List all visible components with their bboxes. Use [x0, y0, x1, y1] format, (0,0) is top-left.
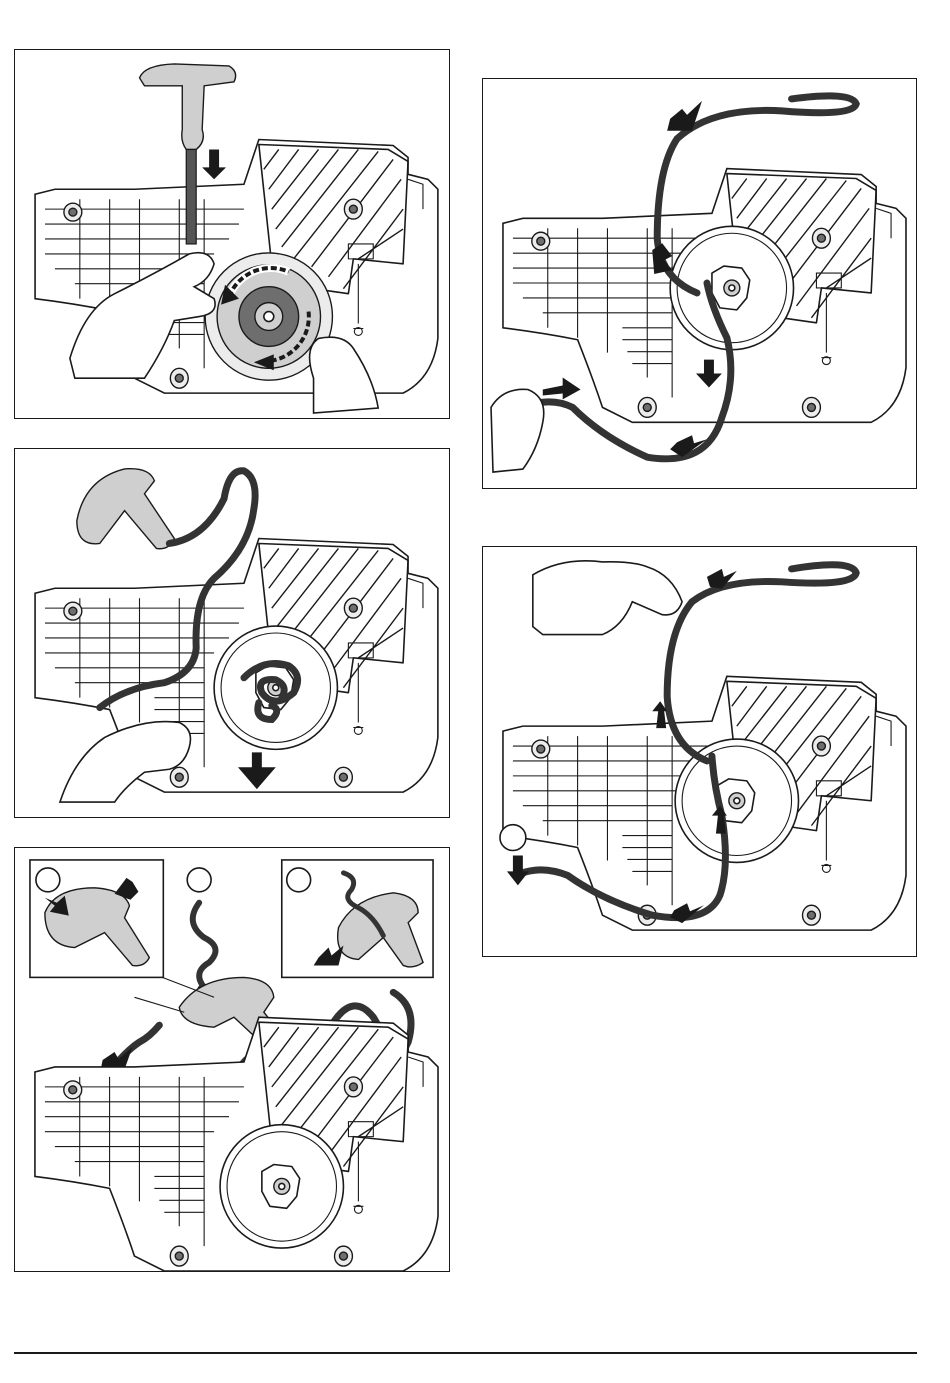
figure-3-panel: [14, 847, 450, 1272]
callout-b-circle: [187, 868, 211, 892]
figure-4-panel: [482, 78, 917, 489]
figure-3-illustration: [15, 848, 449, 1271]
figure-1-panel: [14, 49, 450, 419]
footer-rule: [14, 1352, 917, 1354]
figure-2-illustration: [15, 449, 449, 817]
figure-5-illustration: [483, 547, 916, 956]
callout-circle: [500, 825, 526, 851]
figure-4-illustration: [483, 79, 916, 488]
figure-1-illustration: [15, 50, 449, 418]
figure-5-panel: [482, 546, 917, 957]
figure-2-panel: [14, 448, 450, 818]
callout-c-circle: [287, 868, 311, 892]
callout-a-circle: [36, 868, 60, 892]
